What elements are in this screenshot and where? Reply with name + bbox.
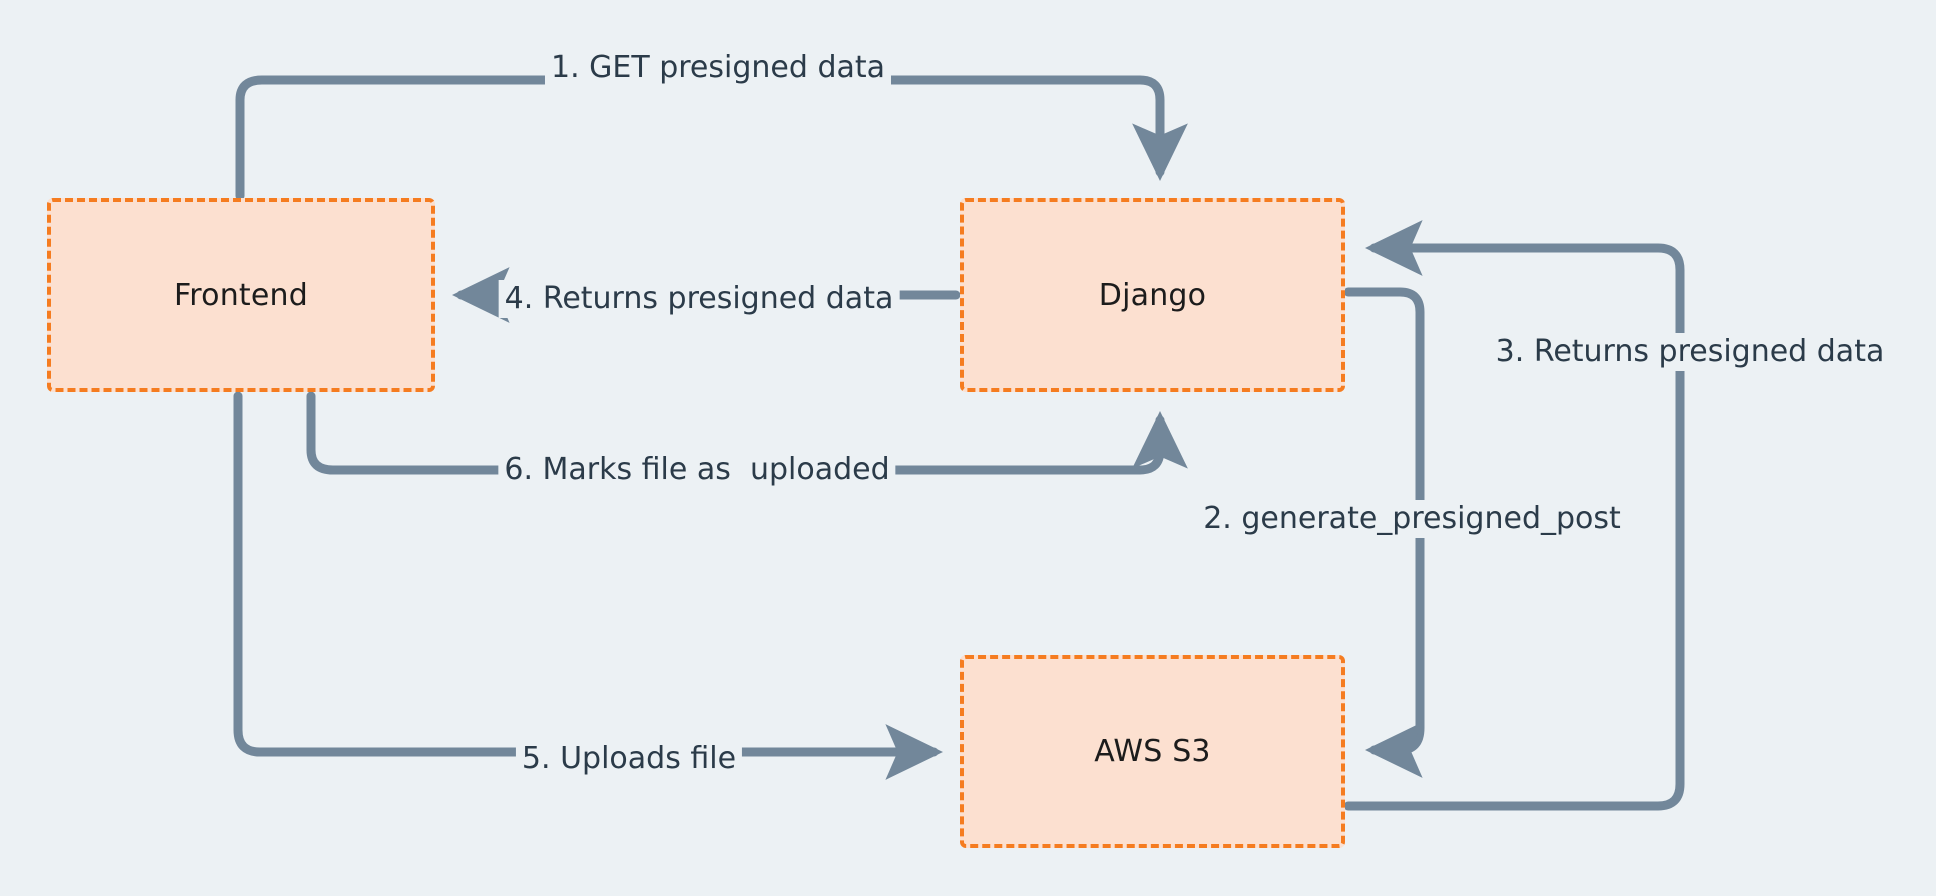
node-aws-s3-label: AWS S3 (1094, 734, 1211, 769)
edge-path-3 (1343, 220, 1685, 811)
edge-label-5: 5. Uploads file (515, 740, 743, 778)
node-django[interactable]: Django (960, 198, 1345, 392)
edge-path-5 (233, 391, 943, 780)
edge-label-6: 6. Marks file as uploaded (498, 451, 896, 489)
edge-path-1 (235, 75, 1188, 201)
node-aws-s3[interactable]: AWS S3 (960, 655, 1345, 848)
node-django-label: Django (1098, 277, 1207, 313)
node-frontend-label: Frontend (174, 277, 308, 313)
edge-label-3: 3. Returns presigned data (1489, 333, 1891, 371)
edge-label-2: 2. generate_presigned_post (1197, 500, 1627, 538)
edge-label-1: 1. GET presigned data (544, 49, 892, 87)
node-frontend[interactable]: Frontend (47, 198, 435, 392)
edge-label-4: 4. Returns presigned data (498, 280, 900, 318)
